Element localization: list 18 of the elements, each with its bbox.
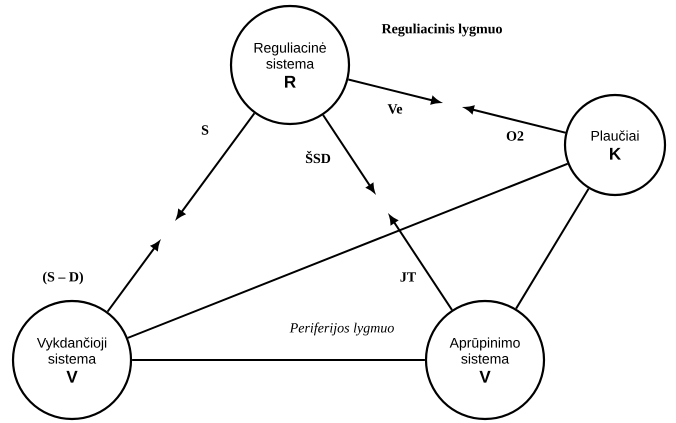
edge-label: O2 [506, 131, 524, 141]
circle-node: Plaučiai K [564, 94, 666, 196]
edge-label: S [202, 125, 208, 135]
arrow [348, 78, 440, 104]
circle-node: Vykdančioji sistema V [12, 300, 132, 420]
arrow [464, 106, 566, 134]
arrow [389, 215, 453, 310]
level-label: Periferijos lygmuo [290, 322, 394, 336]
edge-label: Ve [388, 104, 402, 114]
arrow [322, 114, 375, 193]
edge-label: ŠSD [306, 150, 330, 164]
level-label: Reguliacinis lygmuo [382, 24, 502, 36]
circle-node: Reguliacinė sistema R [230, 4, 350, 126]
edge-label: (S – D) [43, 272, 83, 284]
arrow [106, 241, 160, 312]
circle-node: Aprūpinimo sistema V [424, 300, 546, 420]
edge-label: JT [400, 272, 416, 282]
arrow [176, 112, 256, 219]
